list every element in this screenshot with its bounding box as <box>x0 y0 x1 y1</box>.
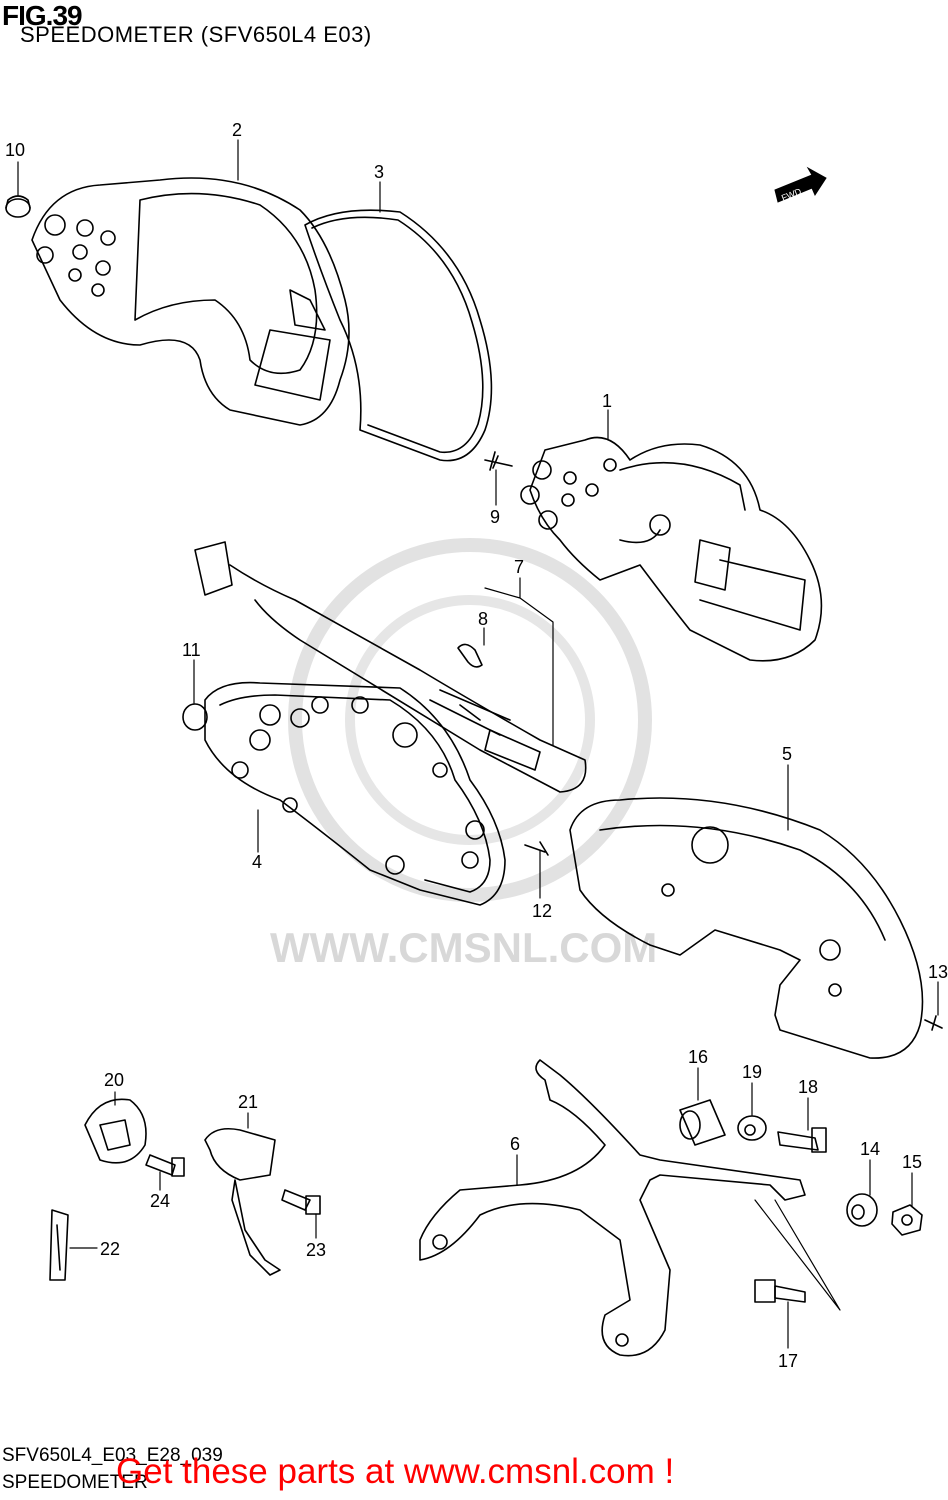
label-12[interactable]: 12 <box>532 901 552 921</box>
label-5[interactable]: 5 <box>782 744 792 764</box>
fwd-arrow-icon: FWD <box>774 166 827 203</box>
part-9-pin[interactable] <box>484 451 513 471</box>
label-21[interactable]: 21 <box>238 1092 258 1112</box>
part-23-screw[interactable] <box>281 1189 321 1215</box>
label-19[interactable]: 19 <box>742 1062 762 1082</box>
promo-banner-link[interactable]: Get these parts at www.cmsnl.com ! <box>116 1452 675 1491</box>
watermark-text: WWW.CMSNL.COM <box>270 924 657 971</box>
label-18[interactable]: 18 <box>798 1077 818 1097</box>
label-13[interactable]: 13 <box>928 962 948 982</box>
part-4-rear-case[interactable] <box>204 681 506 906</box>
label-17[interactable]: 17 <box>778 1351 798 1371</box>
part-3-lens[interactable] <box>304 209 493 462</box>
part-7-wire-harness[interactable] <box>194 541 587 793</box>
part-24-screw[interactable] <box>145 1154 185 1177</box>
watermark: WWW.CMSNL.COM <box>270 538 657 971</box>
diagram-code: SFV650L4_E03_E28_039 <box>2 1445 223 1466</box>
leader-lines <box>17 139 939 1349</box>
part-2-front-cover[interactable] <box>31 177 350 426</box>
figure-number: FIG.39 <box>2 0 83 31</box>
label-15[interactable]: 15 <box>902 1152 922 1172</box>
figure-subtitle: SPEEDOMETER (SFV650L4 E03) <box>20 22 372 47</box>
label-7[interactable]: 7 <box>514 557 524 577</box>
part-8-clamp[interactable] <box>457 643 483 668</box>
label-24[interactable]: 24 <box>150 1191 170 1211</box>
part-15-nut[interactable] <box>891 1204 923 1236</box>
label-2[interactable]: 2 <box>232 120 242 140</box>
part-14-grommet[interactable] <box>846 1193 878 1227</box>
label-23[interactable]: 23 <box>306 1240 326 1260</box>
label-8[interactable]: 8 <box>478 609 488 629</box>
label-9[interactable]: 9 <box>490 507 500 527</box>
part-17-bolt[interactable] <box>754 1279 806 1303</box>
part-16-spacer[interactable] <box>679 1099 726 1146</box>
part-1-meter-assembly[interactable] <box>520 436 823 662</box>
part-10-cap[interactable] <box>5 195 31 218</box>
section-name: SPEEDOMETER <box>2 1472 148 1493</box>
part-13-screw[interactable] <box>924 1015 943 1031</box>
label-3[interactable]: 3 <box>374 162 384 182</box>
part-11-cap[interactable] <box>182 703 208 731</box>
part-20-socket[interactable] <box>84 1098 147 1164</box>
part-22-bracket[interactable] <box>49 1209 69 1281</box>
label-4[interactable]: 4 <box>252 852 262 872</box>
part-number-labels: 10 2 3 1 9 7 8 11 4 12 5 13 6 16 19 18 1… <box>5 120 948 1371</box>
label-10[interactable]: 10 <box>5 140 25 160</box>
label-22[interactable]: 22 <box>100 1239 120 1259</box>
label-14[interactable]: 14 <box>860 1139 880 1159</box>
label-6[interactable]: 6 <box>510 1134 520 1154</box>
part-5-rear-cover[interactable] <box>569 797 924 1059</box>
part-21-sensor[interactable] <box>204 1127 281 1276</box>
part-12-screw[interactable] <box>524 841 549 856</box>
part-6-bracket[interactable] <box>419 1059 806 1357</box>
part-19-collar[interactable] <box>737 1115 767 1141</box>
label-20[interactable]: 20 <box>104 1070 124 1090</box>
label-11[interactable]: 11 <box>182 640 201 660</box>
label-1[interactable]: 1 <box>602 391 612 411</box>
part-18-bolt[interactable] <box>777 1127 827 1153</box>
label-16[interactable]: 16 <box>688 1047 708 1067</box>
